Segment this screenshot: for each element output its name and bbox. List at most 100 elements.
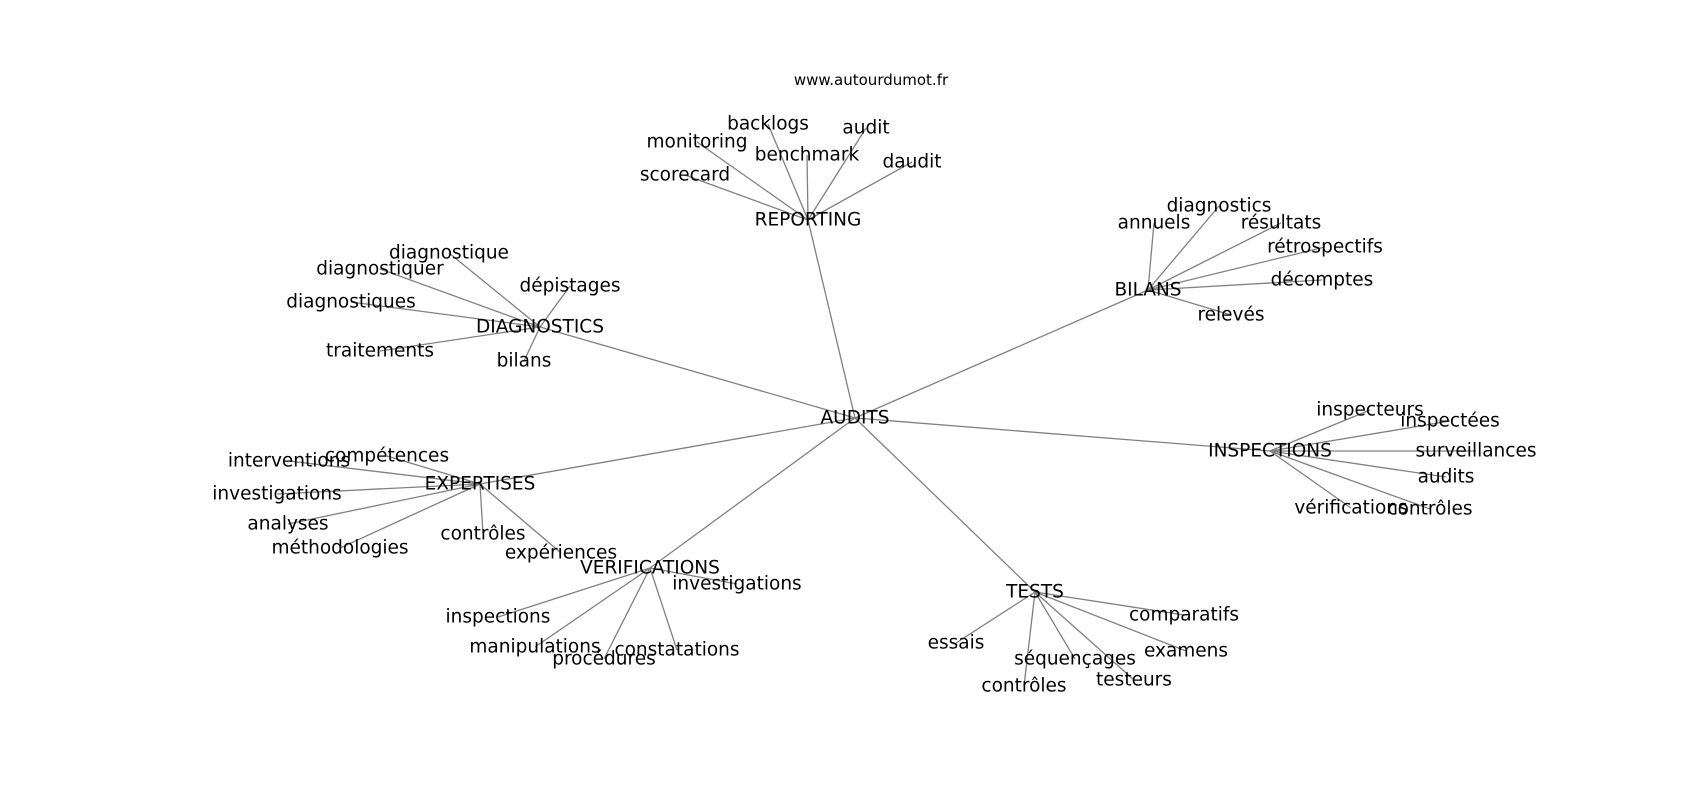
- edge-diagnostics-diagnostiques: [350, 301, 541, 328]
- edge-verifications-manipulations: [534, 567, 651, 648]
- leaf-verifications-procedures: procédures: [552, 649, 656, 670]
- edge-bilans-releves: [1147, 289, 1232, 316]
- leaf-diagnostics-diagnostiques: diagnostiques: [286, 292, 416, 313]
- node-bilans: BILANS: [1114, 280, 1181, 301]
- edge-audits-tests: [854, 417, 1036, 593]
- edge-audits-bilans: [854, 289, 1149, 419]
- leaf-expertises-interventions: interventions: [228, 451, 350, 472]
- edge-bilans-resultats: [1147, 222, 1282, 291]
- leaf-tests-testeurs: testeurs: [1096, 670, 1172, 691]
- node-audits: AUDITS: [821, 408, 890, 429]
- leaf-tests-controles: contrôles: [981, 676, 1066, 697]
- edge-verifications-inspections: [497, 567, 651, 618]
- edge-reporting-benchmark: [806, 154, 809, 221]
- leaf-tests-sequencages: séquençages: [1014, 649, 1136, 670]
- leaf-reporting-scorecard: scorecard: [640, 165, 730, 186]
- leaf-expertises-competences: compétences: [325, 446, 449, 467]
- leaf-reporting-benchmark: benchmark: [755, 145, 860, 166]
- node-inspections: INSPECTIONS: [1208, 441, 1332, 462]
- leaf-tests-essais: essais: [928, 633, 985, 654]
- leaf-inspections-controles: contrôles: [1387, 499, 1472, 520]
- leaf-inspections-audits: audits: [1418, 467, 1475, 488]
- leaf-expertises-controles: contrôles: [440, 524, 525, 545]
- edge-bilans-retrospectifs: [1147, 246, 1326, 291]
- edge-tests-sequencages: [1034, 591, 1076, 660]
- edge-tests-controles: [1023, 591, 1036, 687]
- leaf-bilans-releves: relevés: [1197, 305, 1264, 326]
- edge-inspections-controles: [1269, 450, 1431, 510]
- leaf-expertises-experiences: expériences: [505, 543, 617, 564]
- leaf-diagnostics-depistages: dépistages: [519, 276, 620, 297]
- leaf-inspections-inspecteurs: inspecteurs: [1316, 400, 1423, 421]
- leaf-tests-examens: examens: [1144, 641, 1228, 662]
- edge-inspections-inspectees: [1269, 420, 1451, 452]
- edge-expertises-analyses: [287, 483, 481, 525]
- edge-diagnostics-bilans: [523, 326, 541, 362]
- edge-expertises-competences: [386, 455, 481, 485]
- leaf-bilans-retrospectifs: rétrospectifs: [1267, 237, 1383, 258]
- edge-reporting-daudit: [807, 161, 913, 221]
- leaf-verifications-investigations: investigations: [672, 574, 801, 595]
- edge-expertises-methodologies: [339, 483, 481, 549]
- source-credit: www.autourdumot.fr: [793, 71, 949, 89]
- edge-inspections-audits: [1269, 450, 1447, 478]
- edge-audits-verifications: [649, 417, 856, 569]
- edge-expertises-investigations: [276, 483, 481, 495]
- edge-reporting-backlogs: [767, 123, 809, 221]
- leaf-reporting-monitoring: monitoring: [647, 132, 748, 153]
- edge-bilans-diagnostics: [1147, 205, 1220, 291]
- leaf-bilans-diagnostics: diagnostics: [1167, 196, 1272, 217]
- edge-inspections-inspecteurs: [1269, 409, 1371, 452]
- leaf-bilans-resultats: résultats: [1241, 213, 1322, 234]
- edge-verifications-constatations: [649, 567, 678, 651]
- edge-audits-inspections: [854, 417, 1271, 452]
- leaf-bilans-decomptes: décomptes: [1271, 270, 1374, 291]
- edge-diagnostics-diagnostiquer: [379, 268, 541, 328]
- edge-reporting-audit: [807, 127, 867, 221]
- edge-tests-comparatifs: [1034, 591, 1185, 616]
- edge-diagnostics-diagnostique: [448, 252, 541, 328]
- leaf-diagnostics-diagnostique: diagnostique: [389, 243, 509, 264]
- leaf-verifications-inspections: inspections: [446, 607, 551, 628]
- node-diagnostics: DIAGNOSTICS: [476, 317, 604, 338]
- edge-bilans-decomptes: [1147, 279, 1323, 291]
- leaf-inspections-surveillances: surveillances: [1416, 441, 1537, 462]
- leaf-inspections-verifications: vérifications: [1294, 498, 1407, 519]
- edge-audits-diagnostics: [539, 326, 856, 419]
- leaf-diagnostics-diagnostiquer: diagnostiquer: [316, 259, 444, 280]
- leaf-diagnostics-bilans: bilans: [497, 351, 552, 372]
- edge-verifications-procedures: [603, 567, 651, 660]
- leaf-tests-comparatifs: comparatifs: [1129, 605, 1239, 626]
- node-reporting: REPORTING: [755, 210, 862, 231]
- leaf-reporting-backlogs: backlogs: [727, 114, 809, 135]
- edge-inspections-verifications: [1269, 450, 1352, 509]
- edge-reporting-monitoring: [696, 141, 809, 221]
- leaf-inspections-inspectees: inspectées: [1400, 411, 1499, 432]
- leaf-bilans-annuels: annuels: [1118, 213, 1191, 234]
- node-expertises: EXPERTISES: [425, 474, 536, 495]
- edge-audits-expertises: [479, 417, 856, 485]
- leaf-diagnostics-traitements: traitements: [326, 341, 434, 362]
- edge-bilans-annuels: [1147, 222, 1155, 291]
- edge-tests-essais: [955, 591, 1036, 644]
- leaf-verifications-manipulations: manipulations: [469, 637, 600, 658]
- edge-audits-reporting: [807, 219, 856, 419]
- leaf-expertises-analyses: analyses: [247, 514, 328, 535]
- leaf-expertises-methodologies: méthodologies: [271, 538, 408, 559]
- node-tests: TESTS: [1005, 582, 1064, 603]
- edge-tests-testeurs: [1034, 591, 1135, 681]
- node-verifications: VERIFICATIONS: [580, 558, 720, 579]
- edge-expertises-interventions: [288, 460, 481, 485]
- edge-diagnostics-depistages: [539, 285, 571, 328]
- edge-tests-examens: [1034, 591, 1187, 652]
- edge-reporting-scorecard: [684, 174, 809, 221]
- leaf-reporting-daudit: daudit: [883, 152, 942, 173]
- edge-verifications-investigations: [649, 567, 738, 585]
- edge-diagnostics-traitements: [379, 326, 541, 352]
- edge-expertises-experiences: [479, 483, 562, 554]
- leaf-expertises-investigations: investigations: [212, 484, 341, 505]
- leaf-reporting-audit: audit: [842, 118, 889, 139]
- edge-expertises-controles: [479, 483, 484, 535]
- leaf-verifications-constatations: constatations: [614, 640, 739, 661]
